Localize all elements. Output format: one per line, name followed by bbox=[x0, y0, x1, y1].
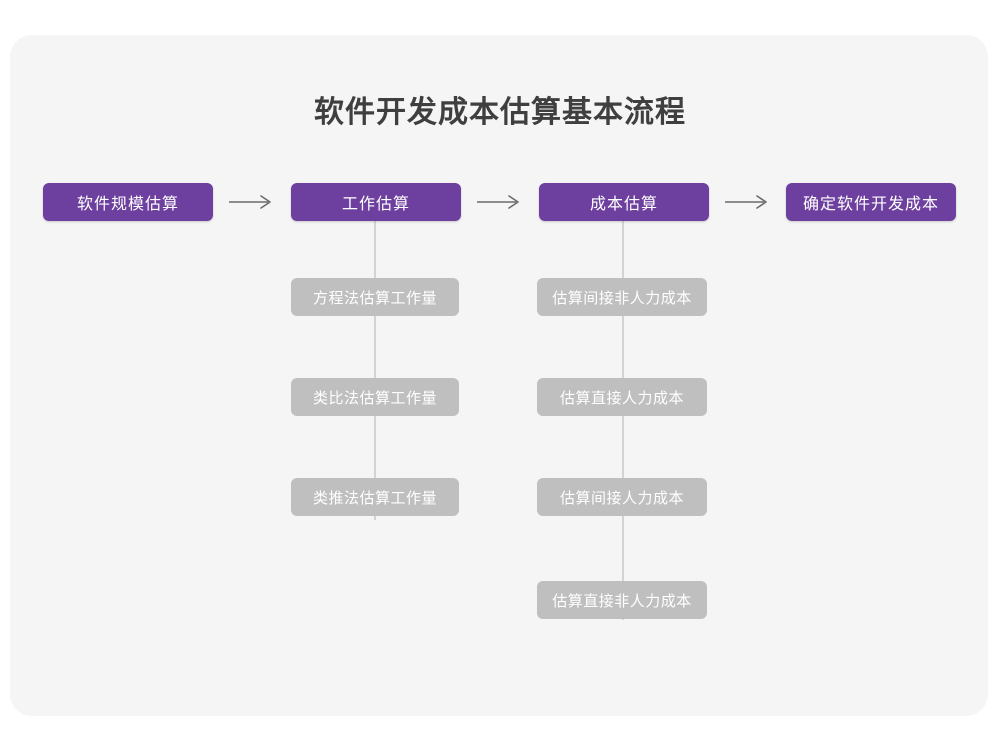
connector-line-cost bbox=[622, 220, 624, 620]
arrow-right-icon bbox=[724, 192, 772, 212]
sub-node-analogy-method-effort[interactable]: 类比法估算工作量 bbox=[291, 378, 459, 416]
arrow-right-icon bbox=[228, 192, 276, 212]
arrow-right-icon bbox=[476, 192, 524, 212]
sub-node-direct-labor-cost[interactable]: 估算直接人力成本 bbox=[537, 378, 707, 416]
sub-node-direct-nonlabor-cost[interactable]: 估算直接非人力成本 bbox=[537, 581, 707, 619]
connector-line-effort bbox=[374, 220, 376, 520]
flow-node-determine-development-cost[interactable]: 确定软件开发成本 bbox=[786, 183, 956, 221]
diagram-card bbox=[10, 35, 988, 716]
page-title: 软件开发成本估算基本流程 bbox=[314, 96, 686, 129]
sub-node-equation-method-effort[interactable]: 方程法估算工作量 bbox=[291, 278, 459, 316]
flow-node-effort-estimation[interactable]: 工作估算 bbox=[291, 183, 461, 221]
flow-node-cost-estimation[interactable]: 成本估算 bbox=[539, 183, 709, 221]
sub-node-indirect-labor-cost[interactable]: 估算间接人力成本 bbox=[537, 478, 707, 516]
sub-node-inference-method-effort[interactable]: 类推法估算工作量 bbox=[291, 478, 459, 516]
sub-node-indirect-nonlabor-cost[interactable]: 估算间接非人力成本 bbox=[537, 278, 707, 316]
flow-node-software-scale-estimation[interactable]: 软件规模估算 bbox=[43, 183, 213, 221]
